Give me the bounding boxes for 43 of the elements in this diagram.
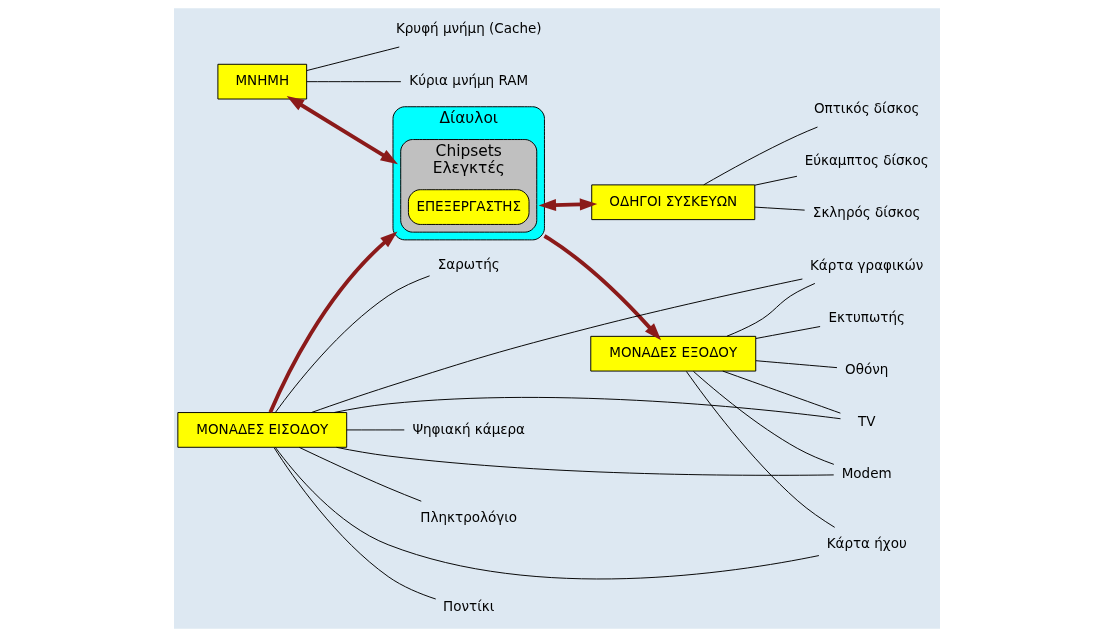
node-box: ΜΟΝΑΔΕΣ ΕΞΟΔΟΥ bbox=[590, 335, 757, 372]
node-box: ΜΟΝΑΔΕΣ ΕΙΣΟΔΟΥ bbox=[177, 412, 348, 448]
connector bbox=[275, 275, 431, 413]
connector bbox=[755, 326, 821, 339]
connector bbox=[273, 447, 437, 600]
node-text: Modem bbox=[841, 464, 892, 481]
connector bbox=[333, 396, 841, 420]
node-text: Εκτυπωτής bbox=[828, 308, 905, 325]
node-text: Πληκτρολόγιο bbox=[420, 509, 518, 526]
node-box: ΜΝΗΜΗ bbox=[217, 63, 308, 100]
connector bbox=[755, 360, 838, 369]
node-text: Σκληρός δίσκος bbox=[812, 204, 921, 221]
arrow bbox=[286, 96, 398, 165]
node-text: TV bbox=[857, 412, 876, 429]
node-text: Κρυφή μνήμη (Cache) bbox=[395, 20, 542, 37]
node-text: Οθόνη bbox=[845, 360, 889, 377]
node-text: Ψηφιακή κάμερα bbox=[412, 420, 526, 437]
node-text: Εύκαμπτος δίσκος bbox=[804, 152, 929, 169]
node-text: Οπτικός δίσκος bbox=[813, 100, 920, 117]
connector bbox=[298, 446, 422, 502]
node-text: Κύρια μνήμη RAM bbox=[409, 72, 529, 89]
connector bbox=[722, 370, 841, 414]
node-text: Κάρτα γραφικών bbox=[809, 256, 924, 273]
connector bbox=[754, 206, 806, 211]
connector bbox=[306, 46, 400, 72]
connector bbox=[726, 282, 816, 337]
connector bbox=[685, 370, 836, 528]
connector bbox=[336, 446, 835, 476]
connector bbox=[754, 175, 798, 186]
connector bbox=[310, 278, 803, 414]
arrow bbox=[543, 234, 662, 341]
node-text: Σαρωτής bbox=[437, 255, 500, 272]
connector bbox=[692, 370, 835, 465]
arrow bbox=[268, 231, 398, 414]
node-box: ΟΔΗΓΟΙ ΣΥΣΚΕΥΩΝ bbox=[591, 184, 756, 221]
connector bbox=[274, 446, 820, 580]
node-text: Κάρτα ήχου bbox=[826, 535, 907, 552]
arrow bbox=[538, 198, 598, 212]
node-box: ΕΠΕΞΕΡΓΑΣΤΗΣ bbox=[407, 189, 530, 225]
connector bbox=[703, 126, 818, 186]
connector bbox=[306, 81, 402, 83]
node-text: Ποντίκι bbox=[443, 598, 495, 615]
connector bbox=[346, 429, 405, 431]
